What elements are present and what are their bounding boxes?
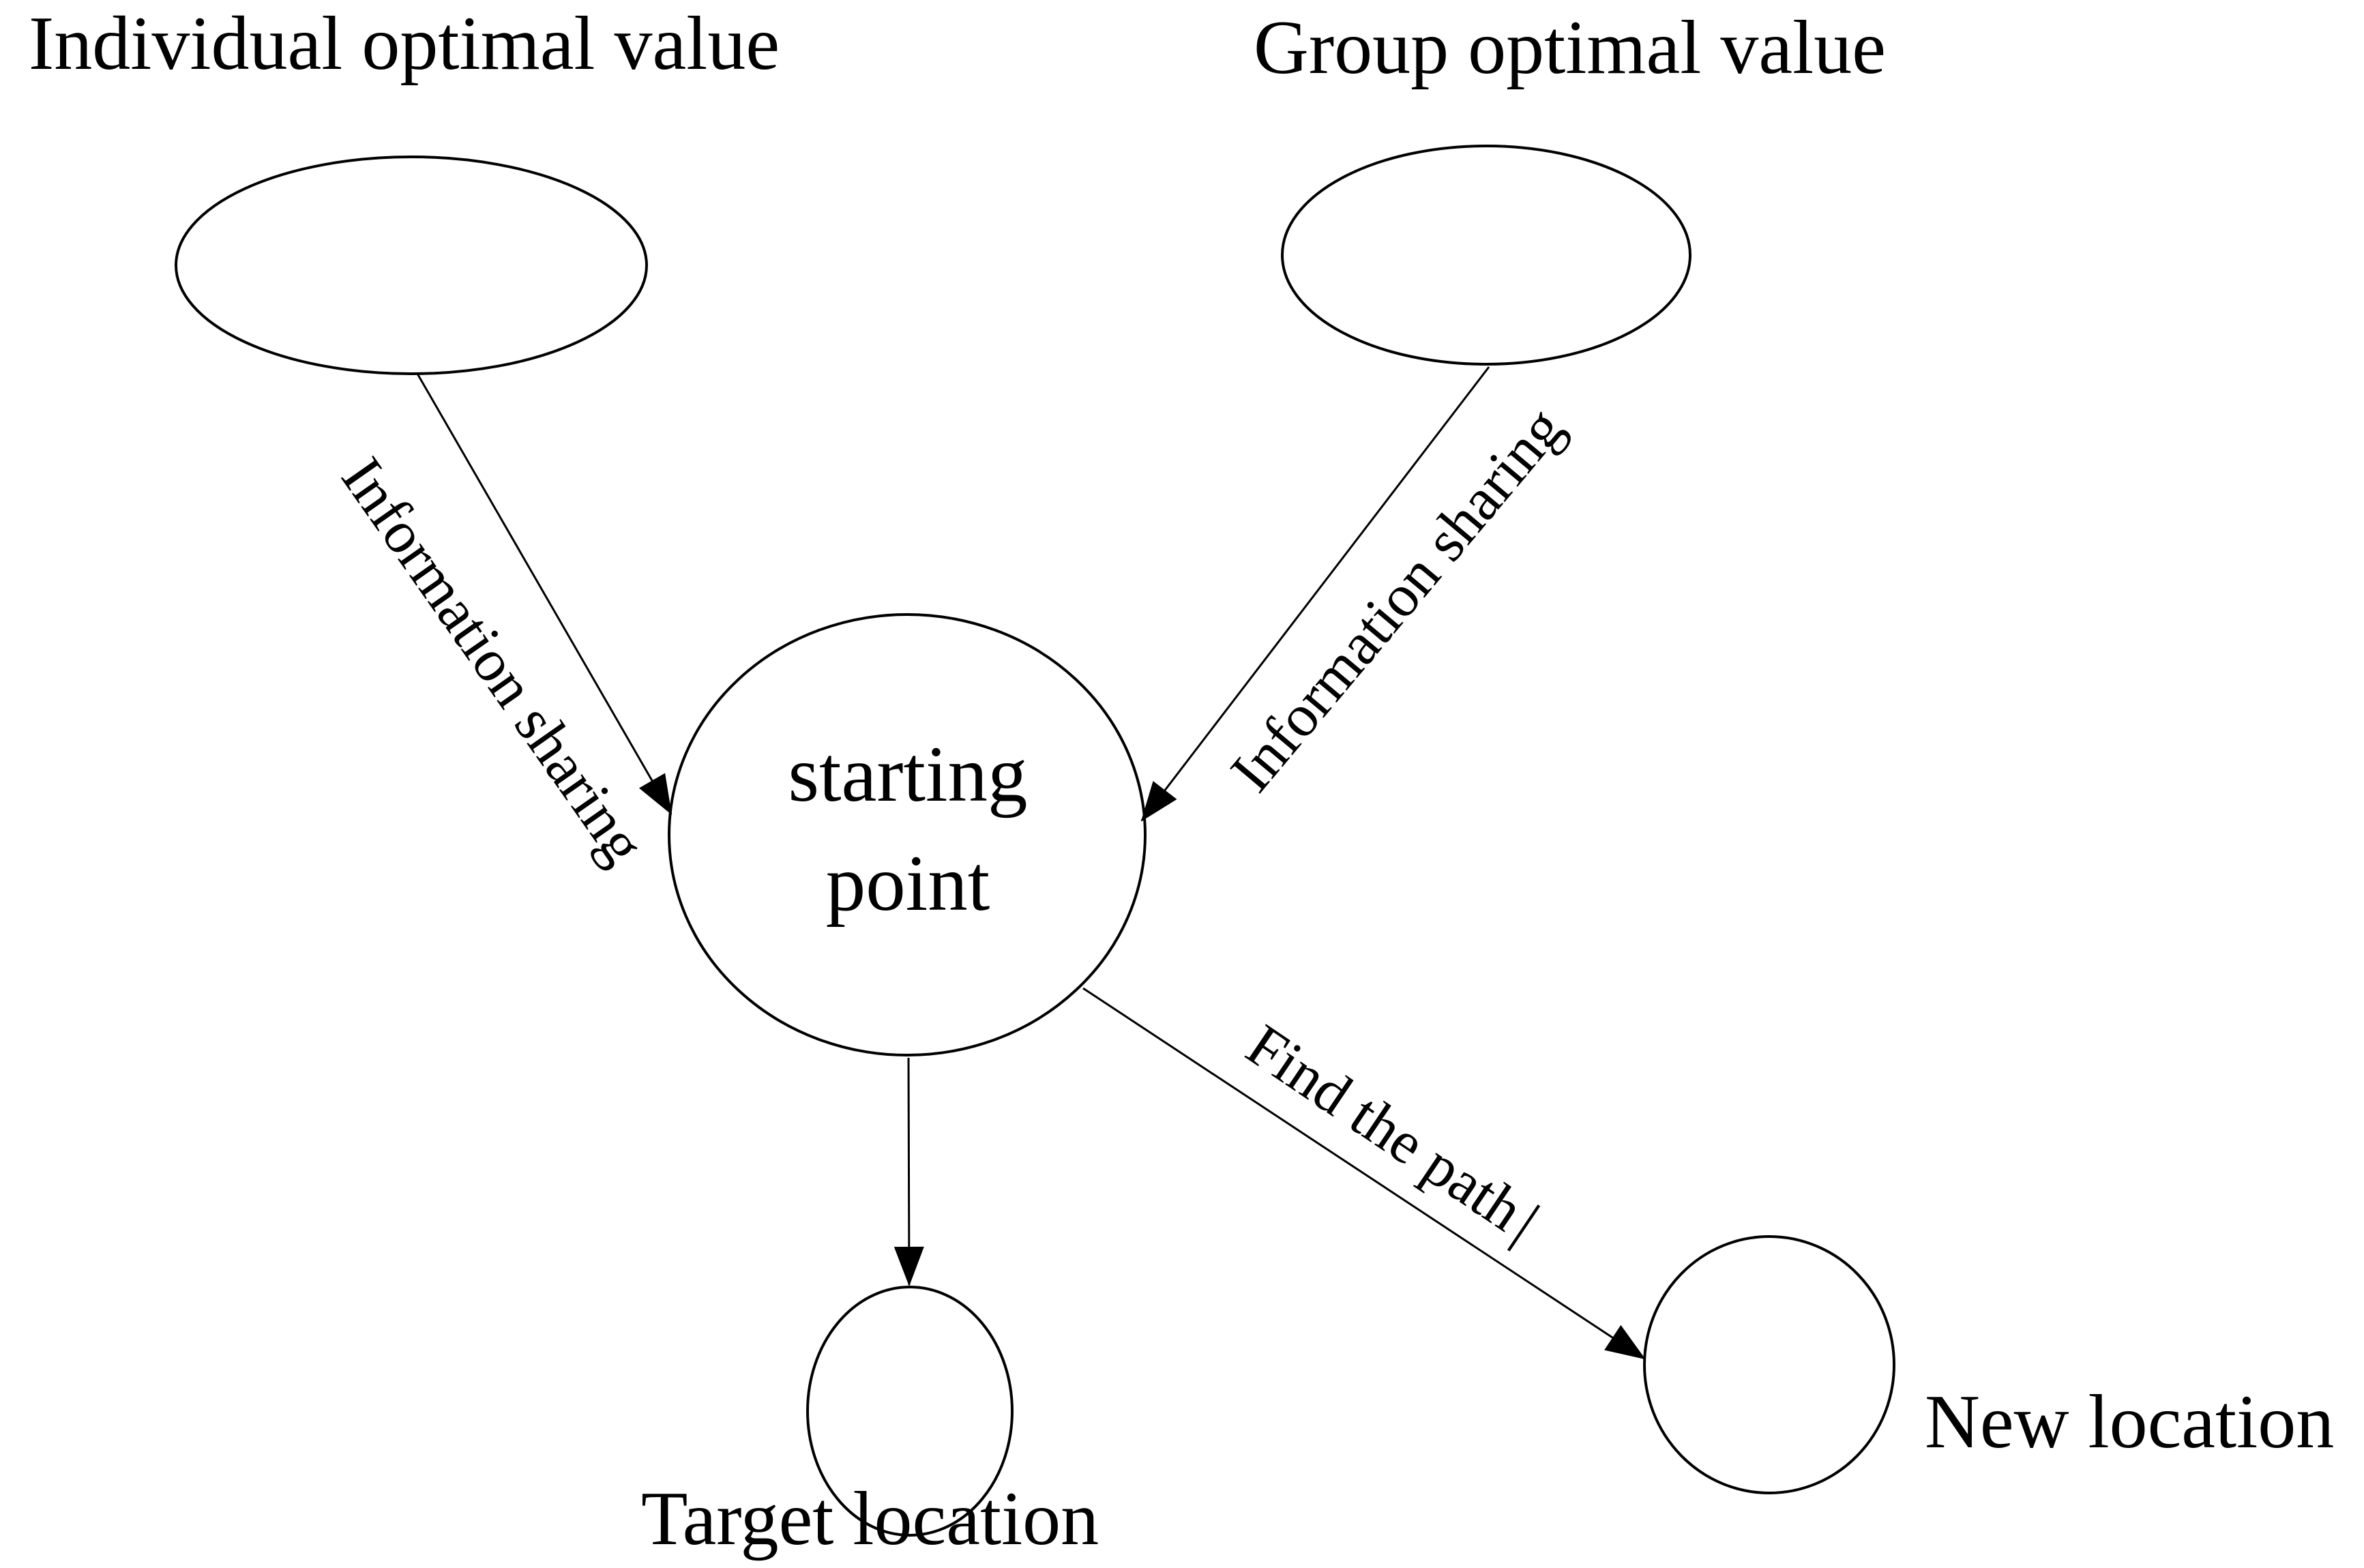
starting-point-circle: [668, 613, 1147, 1056]
starting-point-label: starting point: [788, 730, 1028, 928]
individual-optimal-title: Individual optimal value: [29, 1, 780, 86]
target-location-circle: [806, 1286, 1014, 1537]
group-optimal-ellipse: [1281, 145, 1691, 366]
arrow-group-to-start: [1140, 366, 1490, 822]
new-location-label: New location: [1925, 1380, 2335, 1464]
arrow-start-to-target: [893, 1057, 924, 1286]
individual-optimal-ellipse: [175, 156, 648, 375]
target-location-label: Target location: [641, 1477, 1099, 1561]
arrow-start-to-new: [1082, 987, 1646, 1360]
group-optimal-title: Group optimal value: [1254, 5, 1886, 90]
new-location-circle: [1643, 1235, 1895, 1494]
arrow-individual-to-start: [416, 373, 673, 815]
